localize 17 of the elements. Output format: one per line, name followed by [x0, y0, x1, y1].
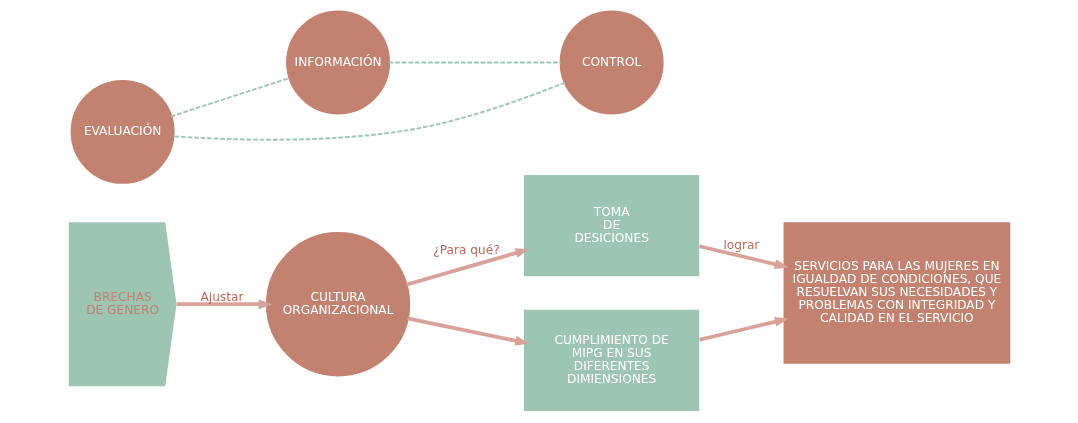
- connector: [387, 61, 562, 64]
- arrow: [698, 244, 789, 270]
- arrow: [176, 299, 273, 310]
- edge-label: ¿Para qué?: [432, 243, 500, 258]
- edge-label: lograr: [722, 238, 759, 253]
- node-circle: CONTROL: [559, 10, 664, 115]
- arrow: [406, 316, 529, 346]
- arrow: [698, 316, 789, 342]
- node-circle: INFORMACIÓN: [285, 10, 390, 115]
- edge-label: Ajustar: [199, 289, 243, 304]
- node-circle: EVALUACIÓN: [70, 79, 175, 184]
- connector: [169, 76, 291, 118]
- node-box: SERVICIOS PARA LAS MUJERES EN IGUALDAD DE CONDICIONES, QUE RESUELVAN SUS NECESIDADES Y PROBLEMAS CON INTEGRIDAD Y CALIDAD EN EL SERVICIO: [783, 222, 1010, 364]
- node-circle: CULTURA ORGANIZACIONAL: [265, 232, 410, 377]
- node-box: CUMPLIMIENTO DE MIPG EN SUS DIFERENTES DIMIENSIONES: [523, 309, 699, 412]
- arrow: [405, 248, 529, 287]
- node-box: TOMA DE DESICIONES: [523, 174, 699, 277]
